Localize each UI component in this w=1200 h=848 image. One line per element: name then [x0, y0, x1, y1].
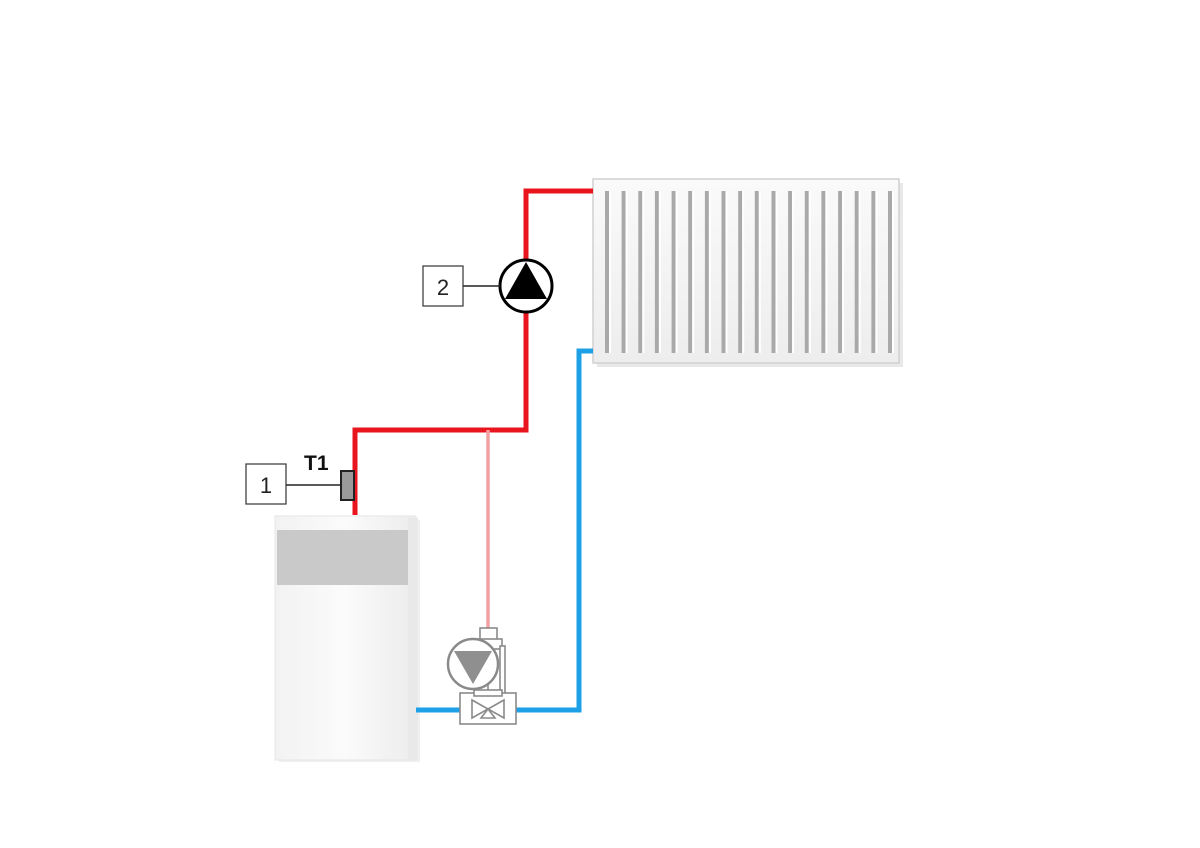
radiator-fin-highlight: [758, 191, 761, 353]
radiator-fins: [605, 191, 894, 353]
radiator-fin-highlight: [642, 191, 645, 353]
sensor-label: T1: [304, 452, 329, 475]
radiator-fin: [771, 191, 776, 353]
radiator-fin-highlight: [708, 191, 711, 353]
callout-2: 2: [422, 265, 500, 307]
radiator-fin: [888, 191, 892, 353]
radiator-icon: [592, 178, 903, 367]
radiator-fin-highlight: [808, 191, 811, 353]
radiator-fin-highlight: [825, 191, 828, 353]
radiator-fin: [688, 191, 693, 353]
radiator-fin-highlight: [858, 191, 861, 353]
temperature-sensor-icon: [340, 470, 355, 501]
radiator-fin-highlight: [792, 191, 795, 353]
radiator-fin-highlight: [875, 191, 878, 353]
callout-2-label: 2: [437, 275, 449, 300]
radiator-fin: [754, 191, 759, 353]
boiler-icon: [274, 515, 420, 762]
circulation-pump-icon: [498, 258, 554, 314]
mixing-valve-pump-icon: [446, 627, 517, 725]
radiator-fin-highlight: [775, 191, 778, 353]
radiator-fin: [671, 191, 676, 353]
return-pipe: [416, 348, 593, 713]
radiator-fin: [804, 191, 809, 353]
callout-1-label: 1: [260, 473, 272, 498]
radiator-fin: [621, 191, 626, 353]
radiator-fin-highlight: [609, 191, 611, 353]
boiler-control-panel: [277, 530, 409, 585]
radiator-fin-highlight: [658, 191, 661, 353]
radiator-fin: [704, 191, 709, 353]
radiator-fin: [871, 191, 876, 353]
radiator-fin-highlight: [842, 191, 845, 353]
radiator-fin-highlight: [742, 191, 745, 353]
radiator-fin: [788, 191, 793, 353]
radiator-fin: [721, 191, 726, 353]
radiator-fin: [654, 191, 659, 353]
radiator-fin: [854, 191, 859, 353]
radiator-fin: [838, 191, 843, 353]
callout-1: 1: [245, 463, 341, 505]
radiator-fin: [738, 191, 743, 353]
radiator-fin-highlight: [625, 191, 628, 353]
radiator-fin-highlight: [675, 191, 678, 353]
radiator-fin: [638, 191, 643, 353]
radiator-fin-highlight: [692, 191, 695, 353]
radiator-fin-highlight: [725, 191, 728, 353]
radiator-fin: [605, 191, 609, 353]
radiator-fin: [821, 191, 826, 353]
supply-pipe: [352, 188, 593, 515]
pump-arrow: [505, 262, 547, 299]
radiator-fin-highlight: [892, 191, 894, 353]
